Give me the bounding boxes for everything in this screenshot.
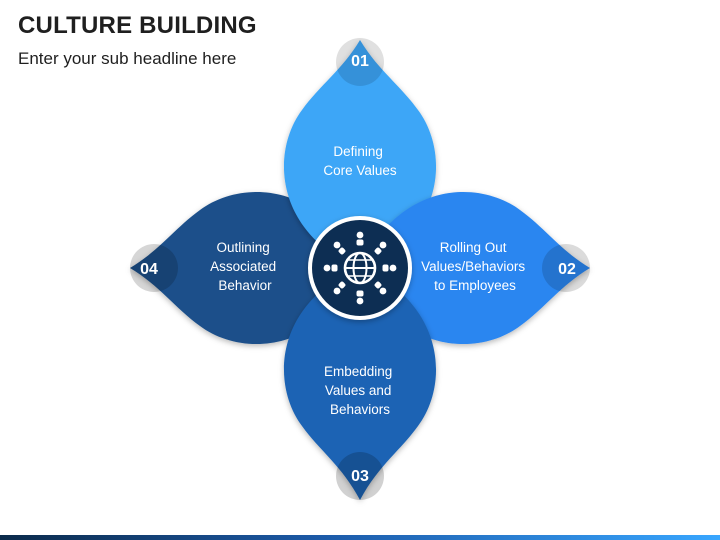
- petal-03-badge: [336, 452, 384, 500]
- petal-03-label-line1: Embedding: [324, 364, 392, 379]
- petal-03: 03 Embedding Values and Behaviors: [283, 266, 437, 500]
- petal-02-label-line1: Rolling Out: [440, 240, 507, 255]
- page-title: CULTURE BUILDING: [18, 12, 257, 39]
- petal-04-label: Outlining Associated Behavior: [210, 240, 280, 293]
- people-globe-icon: [323, 231, 397, 305]
- petal-01: 01 Defining Core Values: [283, 38, 437, 270]
- petal-04: 04 Outlining Associated Behavior: [130, 191, 360, 345]
- petal-01-label: Defining Core Values: [323, 144, 397, 178]
- petal-02-label-line3: to Employees: [434, 278, 516, 293]
- petal-03-number: 03: [351, 468, 369, 485]
- petal-01-label-line1: Defining: [333, 144, 383, 159]
- petal-02-badge: [542, 244, 590, 292]
- petal-02-shape: [360, 191, 590, 345]
- petal-04-label-line3: Behavior: [218, 278, 272, 293]
- bottom-accent-bar: [0, 535, 720, 540]
- petal-02-number: 02: [558, 261, 576, 278]
- petal-01-number: 01: [351, 53, 369, 70]
- petal-01-label-line2: Core Values: [323, 163, 397, 178]
- petal-04-shape: [130, 191, 360, 345]
- petal-02-label: Rolling Out Values/Behaviors to Employee…: [421, 240, 529, 293]
- petal-03-shape: [283, 266, 437, 500]
- petal-03-label-line2: Values and: [325, 383, 392, 398]
- petal-01-badge: [336, 38, 384, 86]
- petal-04-label-line1: Outlining: [216, 240, 269, 255]
- center-hub: [308, 216, 412, 320]
- petal-03-label-line3: Behaviors: [330, 402, 390, 417]
- petal-04-label-line2: Associated: [210, 259, 276, 274]
- petal-02: 02 Rolling Out Values/Behaviors to Emplo…: [360, 191, 590, 345]
- page-subtitle: Enter your sub headline here: [18, 49, 237, 68]
- petal-04-badge: [130, 244, 178, 292]
- petal-03-label: Embedding Values and Behaviors: [324, 364, 396, 417]
- petal-01-shape: [283, 40, 437, 270]
- petal-02-label-line2: Values/Behaviors: [421, 259, 525, 274]
- petal-04-number: 04: [140, 261, 158, 278]
